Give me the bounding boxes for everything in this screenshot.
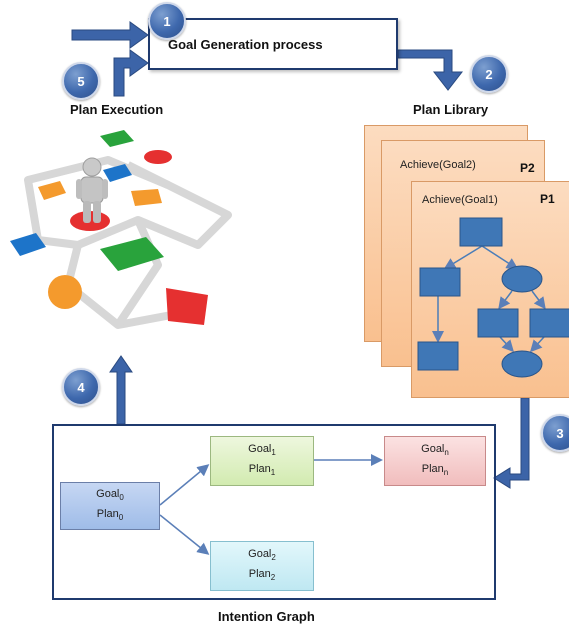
badge-4: 4 bbox=[62, 368, 100, 406]
goal-generation-box: Goal Generation process bbox=[148, 18, 398, 70]
goal0-goal: Goal0 bbox=[96, 487, 124, 502]
flow-node-left-end bbox=[417, 341, 459, 371]
goal2-plan: Plan2 bbox=[248, 568, 276, 583]
goal-generation-label: Goal Generation process bbox=[168, 37, 323, 52]
goaln-goal: Goaln bbox=[421, 442, 449, 457]
plan-flowchart bbox=[417, 217, 569, 378]
flow-node-end bbox=[501, 350, 543, 378]
plan-library-label: Plan Library bbox=[413, 102, 489, 117]
tile-orange-circle bbox=[48, 275, 82, 309]
goal1-plan: Plan1 bbox=[248, 463, 276, 478]
tile-orange-left bbox=[38, 181, 66, 200]
tile-red-square bbox=[166, 288, 208, 325]
badge-1: 1 bbox=[148, 2, 186, 40]
goal1-node: Goal1 Plan1 bbox=[210, 436, 314, 486]
badge-3: 3 bbox=[541, 414, 569, 452]
goal1-goal: Goal1 bbox=[248, 442, 276, 457]
goaln-plan: Plann bbox=[421, 463, 449, 478]
plan-execution-label: Plan Execution bbox=[70, 102, 164, 117]
sheet-p2-title: Achieve(Goal2) bbox=[400, 159, 476, 171]
goal2-node: Goal2 Plan2 bbox=[210, 541, 314, 591]
intention-graph-frame bbox=[52, 424, 496, 600]
edge-goal0-goal1 bbox=[159, 464, 210, 506]
person-figure bbox=[76, 157, 108, 223]
tile-orange-right bbox=[131, 189, 162, 206]
goal-to-library-arrow bbox=[397, 49, 464, 91]
plan-sheet-p1: Achieve(Goal1) P1 bbox=[411, 181, 569, 398]
tile-red-top bbox=[144, 150, 172, 164]
intention-graph-label: Intention Graph bbox=[218, 609, 315, 624]
edge-goal0-goal2 bbox=[159, 514, 210, 555]
tile-blue-top bbox=[103, 164, 132, 182]
goal0-plan: Plan0 bbox=[96, 508, 124, 523]
graph-to-execution-arrow bbox=[109, 355, 133, 425]
goal0-node: Goal0 Plan0 bbox=[60, 482, 160, 530]
sheet-p1-tag: P1 bbox=[540, 192, 555, 206]
plan-execution-illustration bbox=[10, 130, 232, 329]
badge-5: 5 bbox=[62, 62, 100, 100]
tile-green-center bbox=[100, 237, 164, 271]
execution-track bbox=[24, 156, 232, 329]
flow-node-mid-a bbox=[477, 308, 519, 338]
goal2-goal: Goal2 bbox=[248, 547, 276, 562]
flow-node-mid-b bbox=[529, 308, 569, 338]
flow-node-root bbox=[459, 217, 503, 247]
badge-2: 2 bbox=[470, 55, 508, 93]
input-arrow bbox=[71, 21, 149, 49]
goaln-node: Goaln Plann bbox=[384, 436, 486, 486]
flow-node-decision bbox=[501, 265, 543, 293]
flow-node-left bbox=[419, 267, 461, 297]
tile-blue-left bbox=[10, 233, 46, 256]
sheet-p2-tag: P2 bbox=[520, 161, 535, 175]
feedback-arrow bbox=[113, 49, 149, 97]
tile-green-top bbox=[100, 130, 134, 147]
sheet-p1-title: Achieve(Goal1) bbox=[422, 194, 498, 206]
library-to-graph-arrow bbox=[493, 397, 530, 489]
